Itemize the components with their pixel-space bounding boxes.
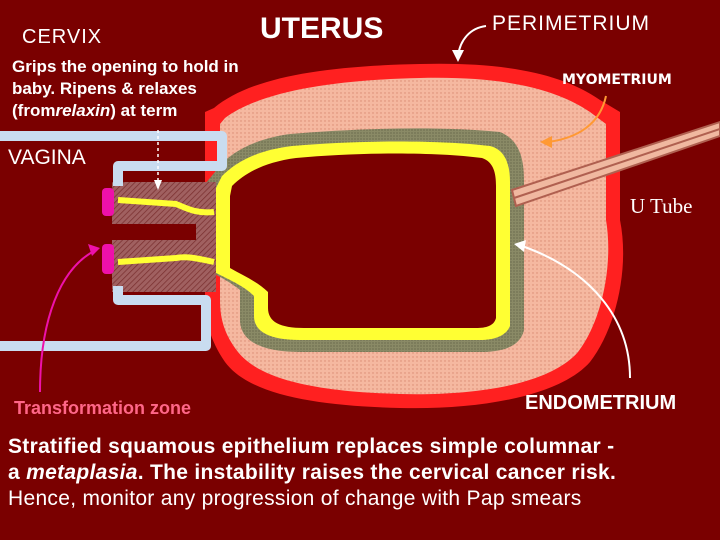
uterus-title: UTERUS (260, 12, 384, 45)
caption: Stratified squamous epithelium replaces … (8, 434, 616, 512)
cervix-note-line-1: Grips the opening to hold in (12, 57, 239, 76)
transformation-zone-lower (102, 244, 114, 274)
caption-line-1: Stratified squamous epithelium replaces … (8, 435, 615, 458)
cervix-note-line-2: baby. Ripens & relaxes (12, 79, 197, 98)
cervix-lip-lower (110, 240, 214, 292)
transformation-zone-arrowhead (88, 244, 100, 256)
myometrium-arrowhead (540, 136, 552, 148)
cervical-opening (100, 224, 196, 240)
relaxin-term: relaxin (55, 101, 111, 120)
vagina-wall-lower (0, 286, 211, 351)
transformation-zone-upper (102, 188, 114, 216)
cervix-note-prefix: (from (12, 101, 56, 120)
transformation-zone-arrow (39, 249, 97, 393)
perimetrium-label: PERIMETRIUM (492, 12, 650, 35)
metaplasia-term: metaplasia (26, 461, 138, 484)
caption-line-2-prefix: a (8, 461, 27, 484)
cervix-note-arrowhead (154, 180, 162, 190)
uterine-tube-lumen (513, 128, 720, 199)
cervix-label: CERVIX (22, 26, 103, 48)
caption-line-2: a metaplasia. The instability raises the… (8, 460, 616, 486)
u-tube-label: U Tube (630, 194, 693, 218)
vagina-cavity (0, 142, 112, 340)
perimetrium-arrowhead (452, 50, 464, 62)
caption-line-2-suffix: . The instability raises the cervical ca… (137, 461, 617, 484)
endometrium-arrowhead (514, 240, 526, 252)
uterine-cavity (230, 153, 496, 328)
transformation-zone-label: Transformation zone (14, 398, 192, 418)
caption-line-3: Hence, monitor any progression of change… (8, 487, 582, 510)
cervix-note: Grips the opening to hold in baby. Ripen… (12, 56, 239, 122)
myometrium-label: MYOMETRIUM (562, 72, 672, 88)
cervical-lining (117, 197, 215, 265)
vagina-label: VAGINA (8, 146, 86, 169)
vagina-wall-upper (0, 131, 227, 186)
endometrium-label: ENDOMETRIUM (525, 392, 677, 414)
cervix-note-line-3: (fromrelaxin) at term (12, 100, 239, 122)
endometrium-arrow (521, 245, 631, 379)
cervix-note-suffix: ) at term (110, 101, 178, 120)
myometrium-arrow (547, 95, 607, 143)
